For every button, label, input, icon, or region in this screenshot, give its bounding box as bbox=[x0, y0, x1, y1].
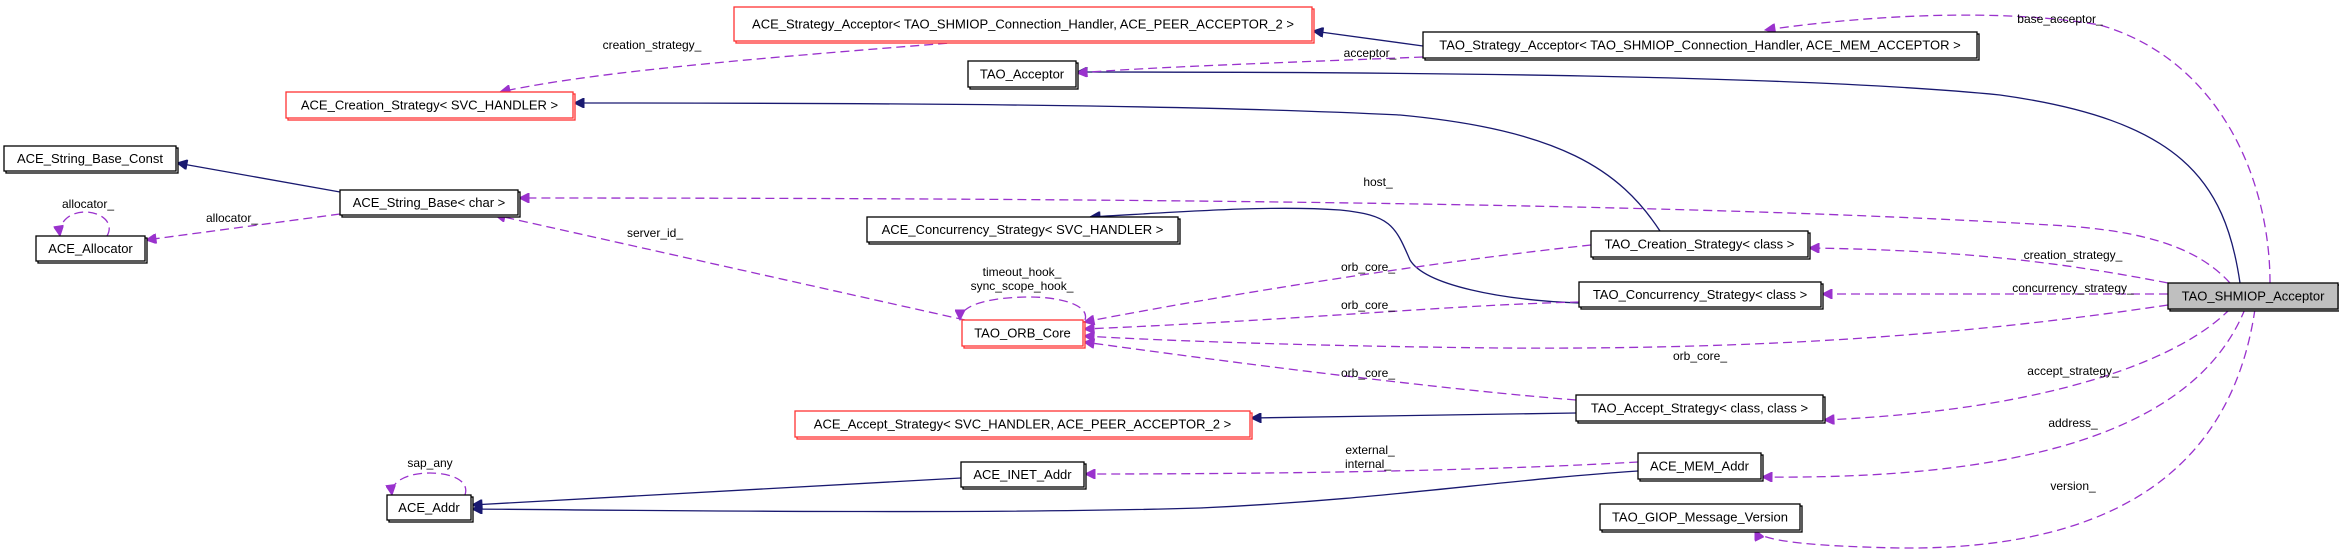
edge-orb-core-2 bbox=[1084, 301, 1580, 329]
edge-allocator-self bbox=[60, 211, 110, 236]
edge-host bbox=[519, 198, 2231, 284]
node-tao-orb-core[interactable]: TAO_ORB_Core bbox=[961, 319, 1086, 349]
edge-inet-to-addr bbox=[472, 477, 962, 505]
edge-tao-concurrency-to-ace-concurrency bbox=[1090, 207, 1580, 304]
edge-string-base-to-const bbox=[177, 163, 341, 193]
edge-orb-core-self bbox=[960, 296, 1087, 320]
node-ace-concurrency-strategy[interactable]: ACE_Concurrency_Strategy< SVC_HANDLER > bbox=[866, 216, 1181, 245]
node-label: TAO_Accept_Strategy< class, class > bbox=[1591, 400, 1808, 415]
node-label: ACE_Addr bbox=[398, 500, 460, 515]
node-label: ACE_Concurrency_Strategy< SVC_HANDLER > bbox=[882, 222, 1164, 237]
label-orb-core-2: orb_core_ bbox=[1341, 298, 1395, 312]
node-tao-concurrency-strategy[interactable]: TAO_Concurrency_Strategy< class > bbox=[1578, 281, 1824, 310]
node-label: TAO_Strategy_Acceptor< TAO_SHMIOP_Connec… bbox=[1439, 37, 1960, 52]
inheritance-edges bbox=[177, 31, 2241, 512]
node-label: ACE_Strategy_Acceptor< TAO_SHMIOP_Connec… bbox=[752, 16, 1294, 31]
node-label: ACE_String_Base_Const bbox=[17, 151, 163, 166]
edge-labels: base_acceptor_ creation_strategy_ accept… bbox=[62, 12, 2134, 493]
node-label: ACE_String_Base< char > bbox=[353, 195, 505, 210]
edge-allocator bbox=[146, 213, 341, 240]
label-timeout-hook: timeout_hook_ bbox=[983, 265, 1062, 279]
edge-address bbox=[1762, 308, 2246, 477]
node-label: TAO_Creation_Strategy< class > bbox=[1605, 236, 1795, 251]
label-allocator-self: allocator_ bbox=[62, 197, 114, 211]
node-label: TAO_ORB_Core bbox=[974, 325, 1071, 340]
node-label: TAO_Acceptor bbox=[980, 66, 1065, 81]
label-base-acceptor: base_acceptor_ bbox=[2017, 12, 2103, 26]
edge-orb-core-3 bbox=[1084, 304, 2169, 349]
edge-mem-to-addr bbox=[472, 470, 1639, 512]
label-sync-scope-hook: sync_scope_hook_ bbox=[971, 279, 1074, 293]
edge-sap-any bbox=[392, 472, 467, 495]
edge-orb-core-4 bbox=[1084, 342, 1577, 401]
node-label: ACE_Accept_Strategy< SVC_HANDLER, ACE_PE… bbox=[814, 416, 1231, 431]
node-label: ACE_INET_Addr bbox=[973, 467, 1072, 482]
node-tao-giop-message-version[interactable]: TAO_GIOP_Message_Version bbox=[1599, 503, 1803, 533]
label-orb-core-1: orb_core_ bbox=[1341, 260, 1395, 274]
node-ace-string-base[interactable]: ACE_String_Base< char > bbox=[339, 189, 521, 218]
label-external: external_ bbox=[1345, 443, 1395, 457]
label-sap-any: sap_any bbox=[407, 456, 452, 470]
nodes: ACE_Strategy_Acceptor< TAO_SHMIOP_Connec… bbox=[3, 6, 2339, 533]
node-ace-inet-addr[interactable]: ACE_INET_Addr bbox=[960, 461, 1087, 490]
label-concurrency-strategy: concurrency_strategy_ bbox=[2012, 281, 2134, 295]
label-orb-core-4: orb_core_ bbox=[1341, 366, 1395, 380]
node-tao-strategy-acceptor[interactable]: TAO_Strategy_Acceptor< TAO_SHMIOP_Connec… bbox=[1422, 31, 1980, 61]
node-tao-creation-strategy[interactable]: TAO_Creation_Strategy< class > bbox=[1590, 230, 1811, 260]
label-internal: internal_ bbox=[1345, 457, 1391, 471]
edge-external-internal bbox=[1085, 461, 1639, 474]
label-orb-core-3: orb_core_ bbox=[1673, 349, 1727, 363]
label-host: host_ bbox=[1363, 175, 1393, 189]
edge-orb-core-1 bbox=[1084, 244, 1592, 322]
edge-accept-strategy bbox=[1824, 308, 2231, 420]
node-ace-addr[interactable]: ACE_Addr bbox=[386, 494, 474, 523]
edge-creation-strategy bbox=[1809, 248, 2169, 284]
node-ace-strategy-acceptor[interactable]: ACE_Strategy_Acceptor< TAO_SHMIOP_Connec… bbox=[733, 6, 1315, 44]
edge-acceptor bbox=[1077, 56, 1424, 73]
node-ace-accept-strategy[interactable]: ACE_Accept_Strategy< SVC_HANDLER, ACE_PE… bbox=[794, 410, 1253, 440]
node-label: TAO_SHMIOP_Acceptor bbox=[2182, 288, 2325, 303]
edge-tao-strategy-acceptor-to-ace-strategy-acceptor bbox=[1313, 31, 1424, 47]
node-tao-shmiop-acceptor[interactable]: TAO_SHMIOP_Acceptor bbox=[2167, 282, 2339, 312]
label-version: version_ bbox=[2050, 479, 2096, 493]
node-label: ACE_Creation_Strategy< SVC_HANDLER > bbox=[301, 97, 558, 112]
node-label: TAO_GIOP_Message_Version bbox=[1612, 509, 1788, 524]
edge-base-acceptor bbox=[1765, 14, 2271, 284]
edge-version bbox=[1754, 308, 2256, 549]
edge-shmiop-to-tao-acceptor bbox=[1077, 72, 2241, 284]
edge-tao-accept-to-ace-accept bbox=[1251, 412, 1577, 418]
label-creation-strategy-top: creation_strategy_ bbox=[603, 38, 702, 52]
node-ace-string-base-const[interactable]: ACE_String_Base_Const bbox=[3, 145, 179, 174]
edge-creation-strategy-top bbox=[500, 40, 976, 92]
edge-server-id bbox=[495, 215, 966, 321]
label-allocator: allocator_ bbox=[206, 211, 258, 225]
label-server-id: server_id_ bbox=[627, 226, 683, 240]
node-ace-allocator[interactable]: ACE_Allocator bbox=[35, 235, 148, 264]
node-label: ACE_Allocator bbox=[48, 241, 133, 256]
node-label: ACE_MEM_Addr bbox=[1650, 458, 1750, 473]
node-label: TAO_Concurrency_Strategy< class > bbox=[1593, 287, 1807, 302]
usage-edges bbox=[60, 14, 2271, 549]
label-address: address_ bbox=[2048, 416, 2098, 430]
label-creation-strategy: creation_strategy_ bbox=[2024, 248, 2123, 262]
node-ace-mem-addr[interactable]: ACE_MEM_Addr bbox=[1637, 452, 1764, 482]
label-acceptor: acceptor_ bbox=[1344, 46, 1397, 60]
label-accept-strategy: accept_strategy_ bbox=[2027, 364, 2119, 378]
node-tao-accept-strategy[interactable]: TAO_Accept_Strategy< class, class > bbox=[1575, 394, 1826, 424]
node-ace-creation-strategy[interactable]: ACE_Creation_Strategy< SVC_HANDLER > bbox=[285, 91, 576, 121]
edge-tao-creation-to-ace-creation bbox=[574, 103, 1661, 232]
node-tao-acceptor[interactable]: TAO_Acceptor bbox=[967, 60, 1079, 90]
